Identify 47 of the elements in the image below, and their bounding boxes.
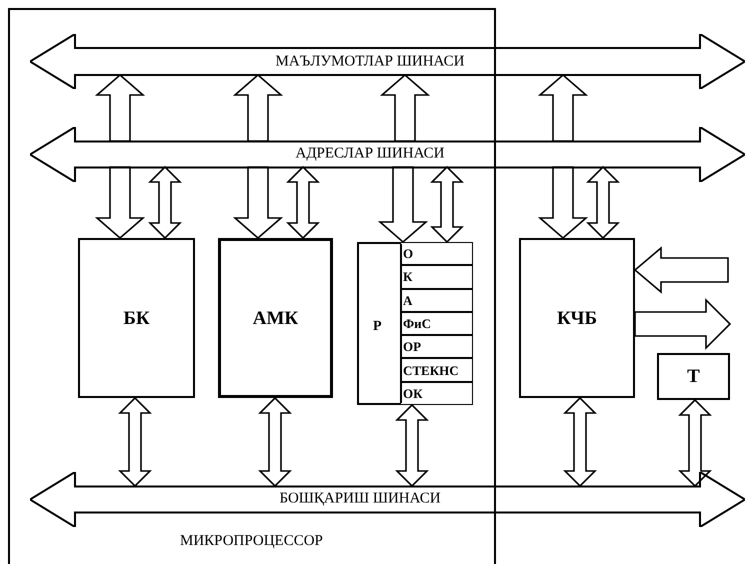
block-arrow <box>232 74 284 142</box>
cell-label: ФиС <box>403 316 432 330</box>
unit-box <box>657 353 730 400</box>
cell-label: О <box>403 247 414 260</box>
register-cell <box>400 265 473 289</box>
register-cell <box>400 242 473 266</box>
block-arrow <box>538 74 588 142</box>
block-arrow <box>538 166 588 240</box>
cell-label: К <box>403 270 412 284</box>
block-arrow <box>634 246 729 294</box>
block-arrow <box>380 74 430 142</box>
block-arrow <box>148 166 182 240</box>
register-cell <box>400 358 473 382</box>
cell-label: ОР <box>403 340 422 354</box>
register-cell <box>400 335 473 358</box>
block-arrow <box>378 166 428 244</box>
block-arrow <box>430 166 464 244</box>
unit-label: КЧБ <box>556 308 598 328</box>
frame-label: МИКРОПРОЦЕССОР <box>180 534 323 549</box>
block-arrow <box>94 166 146 240</box>
block-arrow <box>286 166 320 240</box>
bus-label: МАЪЛУМОТЛАР ШИНАСИ <box>276 54 464 69</box>
unit-box <box>78 238 195 398</box>
block-arrow <box>232 166 284 240</box>
unit-label: АМК <box>252 308 298 328</box>
cell-label: СТЕКНС <box>403 364 459 377</box>
block-arrow <box>678 398 712 488</box>
register-cell <box>400 288 473 312</box>
unit-box <box>519 238 635 398</box>
register-cell <box>400 382 473 405</box>
unit-label: Р <box>373 320 382 334</box>
block-arrow <box>395 404 429 488</box>
register-block <box>357 242 473 405</box>
bus-label: АДРЕСЛАР ШИНАСИ <box>295 146 445 162</box>
cell-label: ОК <box>403 386 423 400</box>
block-arrow <box>563 396 597 488</box>
unit-label: БК <box>123 308 150 328</box>
block-arrow <box>94 74 146 142</box>
unit-box <box>218 238 333 398</box>
block-arrow <box>258 396 292 488</box>
unit-label: Т <box>687 367 700 386</box>
block-arrow <box>586 166 620 240</box>
register-cell <box>400 312 473 336</box>
bus-label: БОШҚАРИШ ШИНАСИ <box>279 492 441 506</box>
cell-label: А <box>403 294 412 307</box>
block-arrow <box>118 396 152 488</box>
block-arrow <box>634 298 732 350</box>
